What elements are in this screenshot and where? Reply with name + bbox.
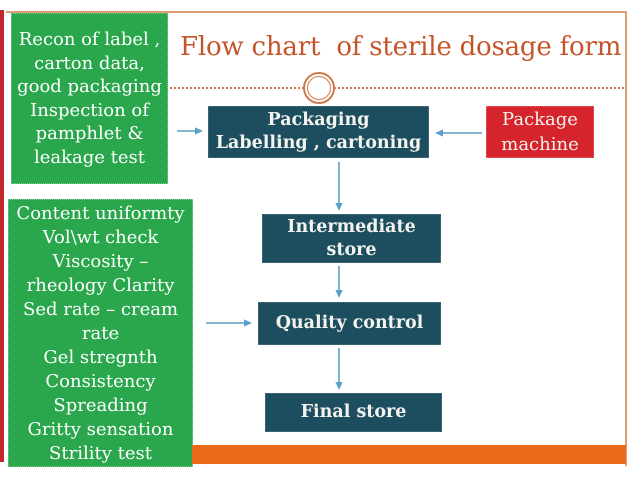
text-line: machine (501, 134, 579, 155)
flow-box-package-machine: Package machine (486, 106, 594, 158)
flow-box-final-store: Final store (265, 393, 442, 432)
text-line: Vol\wt check (42, 227, 159, 248)
arrow-note1-to-packaging (177, 127, 203, 135)
slide-frame-right-border (625, 11, 627, 466)
text-line: Viscosity – (52, 251, 149, 272)
text-line: rheology Clarity (26, 275, 175, 296)
text-line: Content uniformty (16, 203, 185, 224)
text-line: Quality control (275, 313, 424, 333)
bottom-accent-bar (192, 445, 626, 464)
arrow-packaging-to-intermediate (335, 162, 343, 211)
arrow-quality-to-final (335, 348, 343, 390)
slide-title: Flow chart of sterile dosage form (180, 32, 622, 62)
text-line: carton data, (34, 52, 145, 74)
text-line: Labelling , cartoning (215, 133, 422, 153)
slide-frame-top-border (6, 11, 626, 13)
text-line: Package (502, 109, 578, 130)
arrow-note2-to-quality (206, 319, 252, 327)
left-accent-strip (0, 10, 4, 462)
text-line: Final store (300, 402, 407, 422)
double-circle-ornament-icon (303, 72, 335, 104)
text-line: rate (81, 323, 120, 344)
text-line: pamphlet & (35, 123, 144, 144)
arrow-machine-to-packaging (435, 129, 482, 137)
text-line: Gritty sensation (27, 419, 174, 440)
text-line: Packaging (267, 110, 370, 130)
text-line: Gel stregnth (43, 347, 158, 368)
text-line: leakage test (33, 146, 146, 168)
text-line: good packaging (17, 76, 162, 97)
text-line: Strility test (49, 443, 152, 464)
text-line: Inspection of (30, 99, 149, 121)
text-line: store (326, 239, 377, 260)
text-line: Spreading (53, 395, 148, 416)
text-line: Consistency (45, 371, 156, 392)
text-line: Recon of label , (18, 29, 161, 50)
ornament-inner-ring (307, 76, 331, 100)
text-line: Intermediate (287, 216, 416, 237)
note-packaging-checks: Recon of label ,carton data,good packagi… (11, 13, 168, 184)
flow-box-quality-control: Quality control (258, 302, 441, 345)
arrow-intermediate-to-quality (335, 266, 343, 298)
title-divider-dotted-line (170, 87, 624, 89)
text-line: Sed rate – cream (22, 299, 179, 320)
